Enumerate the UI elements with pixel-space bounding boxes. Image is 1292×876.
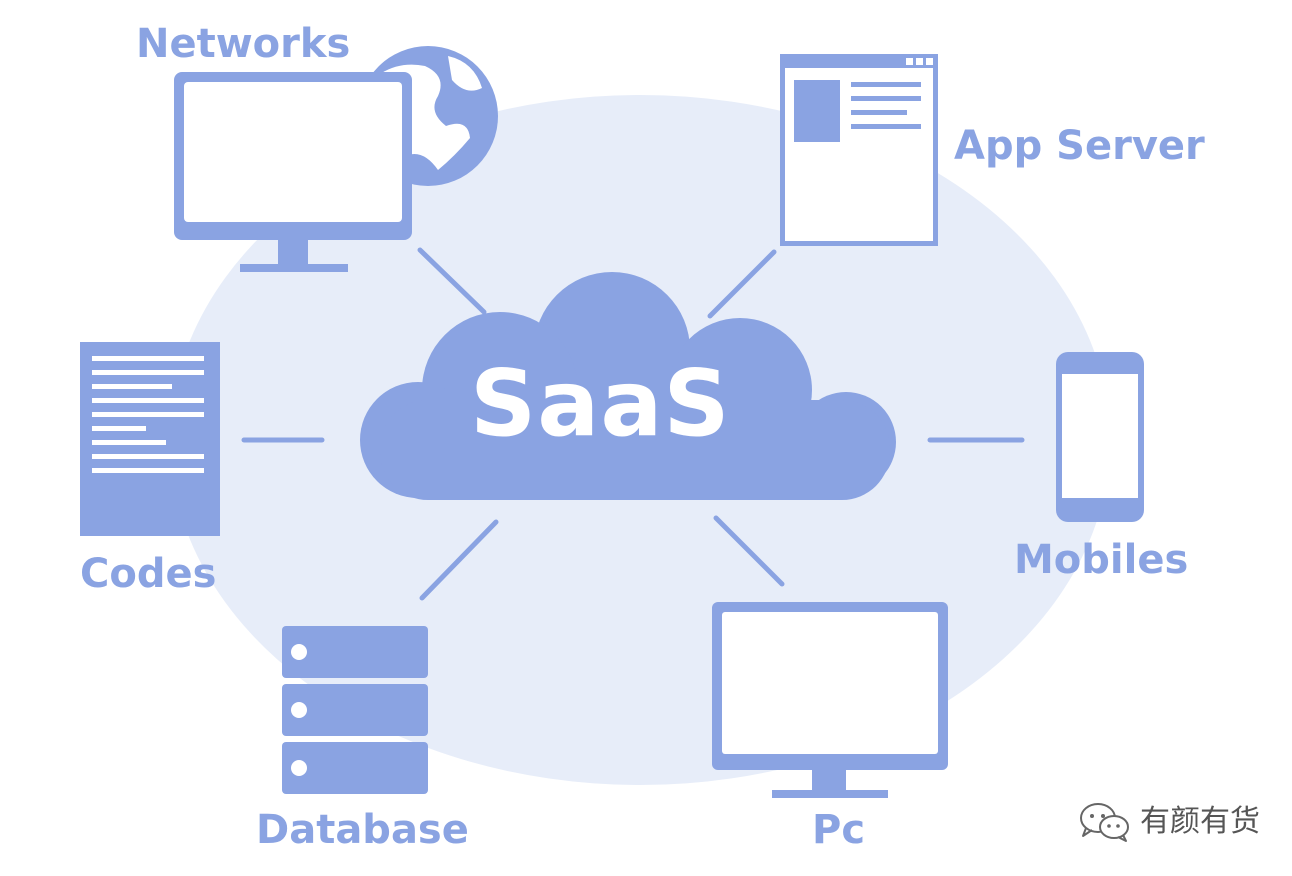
- connector-pc: [713, 515, 785, 587]
- label-networks: Networks: [136, 21, 351, 67]
- document-icon: [80, 342, 220, 536]
- connector-app-server: [707, 249, 777, 319]
- label-app-server: App Server: [954, 123, 1205, 169]
- connector-database: [419, 519, 499, 601]
- smartphone-icon: [1056, 352, 1144, 522]
- database-icon: [282, 626, 428, 794]
- browser-window-icon: [780, 54, 938, 246]
- watermark: 有颜有货: [1078, 800, 1260, 844]
- center-label: SaaS: [470, 350, 731, 457]
- pc-monitor-icon: [712, 602, 948, 798]
- watermark-text: 有颜有货: [1140, 804, 1260, 839]
- connectors: [241, 247, 1025, 601]
- monitor-icon: [174, 72, 412, 272]
- label-mobiles: Mobiles: [1014, 537, 1189, 583]
- wechat-icon: [1080, 803, 1129, 842]
- cloud-icon: [360, 272, 896, 500]
- label-codes: Codes: [80, 551, 217, 597]
- label-pc: Pc: [812, 807, 866, 853]
- label-database: Database: [256, 807, 469, 853]
- connector-networks: [417, 247, 487, 315]
